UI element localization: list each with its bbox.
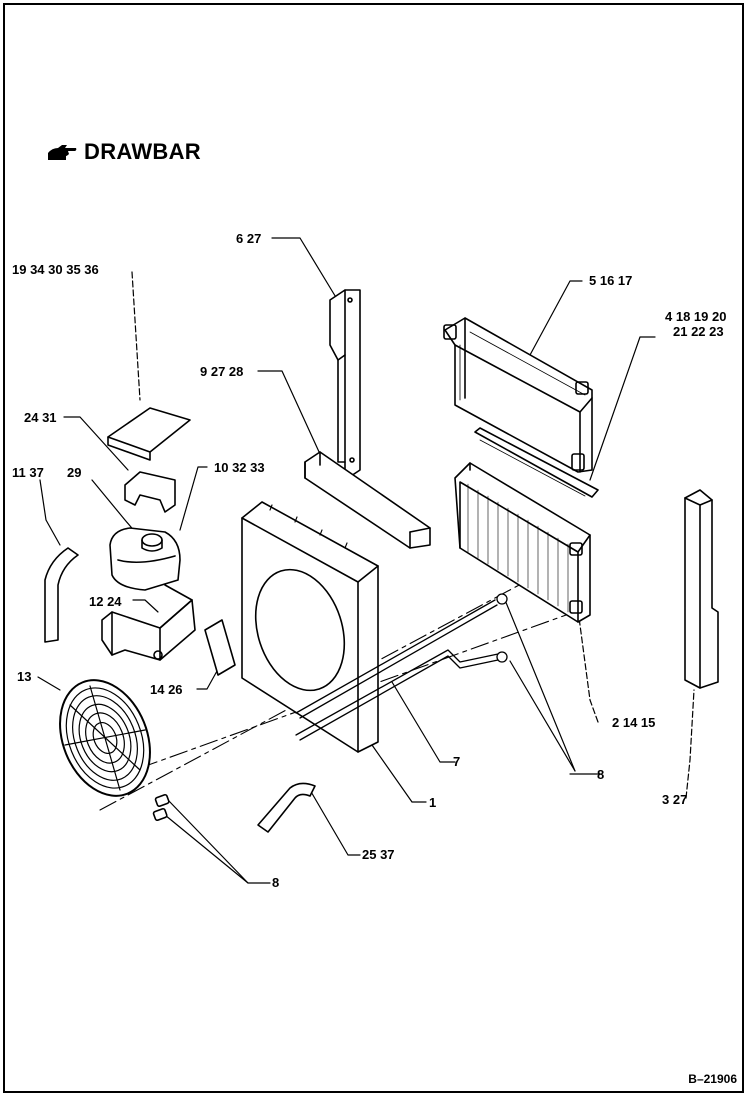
callout-8-bottom: 8 (272, 875, 280, 890)
callout-5-16-17: 5 16 17 (589, 273, 633, 288)
leader-lines (37, 237, 695, 884)
callout-19-34-30-35-36: 19 34 30 35 36 (12, 262, 99, 277)
callout-2-14-15: 2 14 15 (612, 715, 656, 730)
callout-4-18-19-20: 4 18 19 20 (665, 309, 727, 324)
callout-14-26: 14 26 (150, 682, 183, 697)
radiator-part (443, 317, 593, 473)
coolant-tank-part (109, 527, 181, 591)
fan-guard-part (59, 679, 151, 797)
side-upright-part (684, 489, 719, 689)
callout-1: 1 (429, 795, 437, 810)
mounting-strip-part (474, 427, 599, 498)
callout-11-37: 11 37 (12, 465, 44, 480)
callout-12-24: 12 24 (89, 594, 122, 609)
side-plate-part (204, 619, 236, 676)
section-header: DRAWBAR (46, 139, 201, 165)
callout-9-27-28: 9 27 28 (200, 364, 244, 379)
callout-7: 7 (453, 754, 461, 769)
section-title: DRAWBAR (84, 139, 201, 164)
cover-plate-part (107, 407, 191, 461)
page-border (3, 3, 744, 1093)
upright-bracket-part (329, 289, 361, 479)
support-bracket-part (101, 584, 196, 661)
upper-hose-part (44, 547, 79, 643)
callout-8-right: 8 (597, 767, 605, 782)
pointing-hand-icon (48, 145, 77, 160)
figure-number: B–21906 (688, 1072, 737, 1086)
channel-bracket-part (304, 451, 431, 549)
callout-6-27: 6 27 (236, 231, 262, 246)
tube-assembly-part (295, 593, 508, 741)
oil-cooler-part (454, 462, 591, 623)
callout-10-32-33: 10 32 33 (214, 460, 265, 475)
callout-21-22-23: 21 22 23 (673, 324, 724, 339)
callout-13: 13 (17, 669, 32, 684)
callout-3-27: 3 27 (662, 792, 688, 807)
fitting-parts (152, 793, 170, 821)
callout-25-37: 25 37 (362, 847, 395, 862)
tank-bracket-part (124, 471, 176, 513)
fan-shroud-part (241, 501, 379, 753)
lower-hose-part (257, 782, 316, 833)
callout-24-31: 24 31 (24, 410, 57, 425)
callout-29: 29 (67, 465, 82, 480)
